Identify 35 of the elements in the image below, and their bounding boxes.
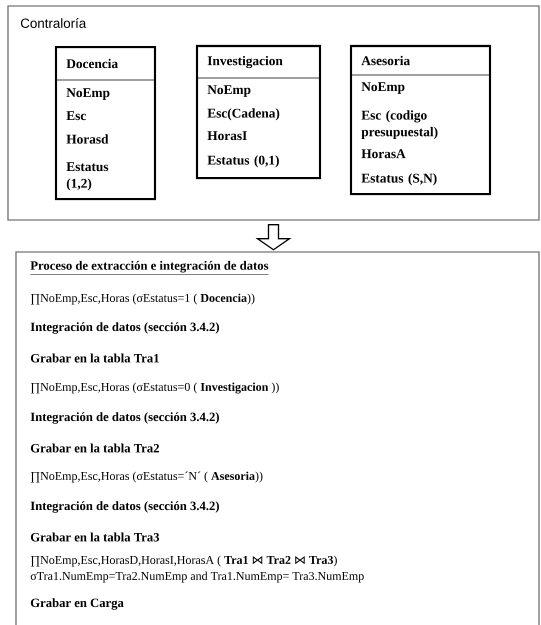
formula-line: ∏NoEmp,Esc,Horas (σEstatus=0 ( Investigacion )) bbox=[30, 382, 279, 394]
table-heading: Asesoria bbox=[361, 56, 410, 66]
formula-line: ∏NoEmp,Esc,HorasD,HorasI,HorasA ( Tra1 ⋈ Tra2 ⋈ Tra3) bbox=[30, 556, 337, 566]
formula-line: ∏NoEmp,Esc,Horas (σEstatus=1 ( Docencia)) bbox=[30, 294, 254, 304]
field-label: NoEmp bbox=[362, 82, 404, 94]
process-heading: Proceso de extracción e integración de datos bbox=[30, 260, 269, 275]
container-title: Contraloría bbox=[20, 18, 86, 28]
field-label: HorasI bbox=[208, 131, 247, 140]
field-label: HorasA bbox=[362, 149, 406, 158]
table-box bbox=[196, 44, 322, 180]
field-label: NoEmp bbox=[208, 85, 250, 97]
table-box bbox=[350, 44, 492, 196]
step-text: Integración de datos (sección 3.4.2) bbox=[30, 412, 219, 424]
container-box bbox=[7, 5, 540, 221]
block-arrow bbox=[255, 224, 292, 251]
field-label: Estatus (S,N) bbox=[362, 173, 437, 186]
field-label: Esc(Cadena) bbox=[208, 108, 280, 120]
step-text: Grabar en Carga bbox=[30, 598, 124, 610]
formula-line: ∏NoEmp,Esc,Horas (σEstatus=´N´ ( Asesoria)) bbox=[30, 472, 262, 482]
step-text: Grabar en la tabla Tra3 bbox=[30, 532, 160, 542]
step-text: Grabar en la tabla Tra2 bbox=[30, 444, 159, 452]
formula-line: σTra1.NumEmp=Tra2.NumEmp and Tra1.NumEmp= Tra3.NumEmp bbox=[30, 572, 364, 582]
field-label: Estatus (0,1) bbox=[208, 155, 279, 168]
step-text: Grabar en la tabla Tra1 bbox=[30, 354, 159, 362]
step-text: Integración de datos (sección 3.4.2) bbox=[30, 501, 219, 513]
field-label: Esc bbox=[66, 111, 86, 120]
field-label: Estatus (1,2) bbox=[66, 162, 108, 190]
field-label: Esc (codigo presupuestal) bbox=[361, 110, 438, 140]
table-heading: Investigacion bbox=[208, 56, 283, 68]
process-box bbox=[15, 251, 540, 625]
field-label: NoEmp bbox=[66, 88, 110, 100]
table-box bbox=[54, 46, 156, 200]
step-text: Integración de datos (sección 3.4.2) bbox=[30, 322, 219, 334]
table-heading: Docencia bbox=[66, 58, 118, 68]
field-label: Horasd bbox=[66, 134, 108, 144]
